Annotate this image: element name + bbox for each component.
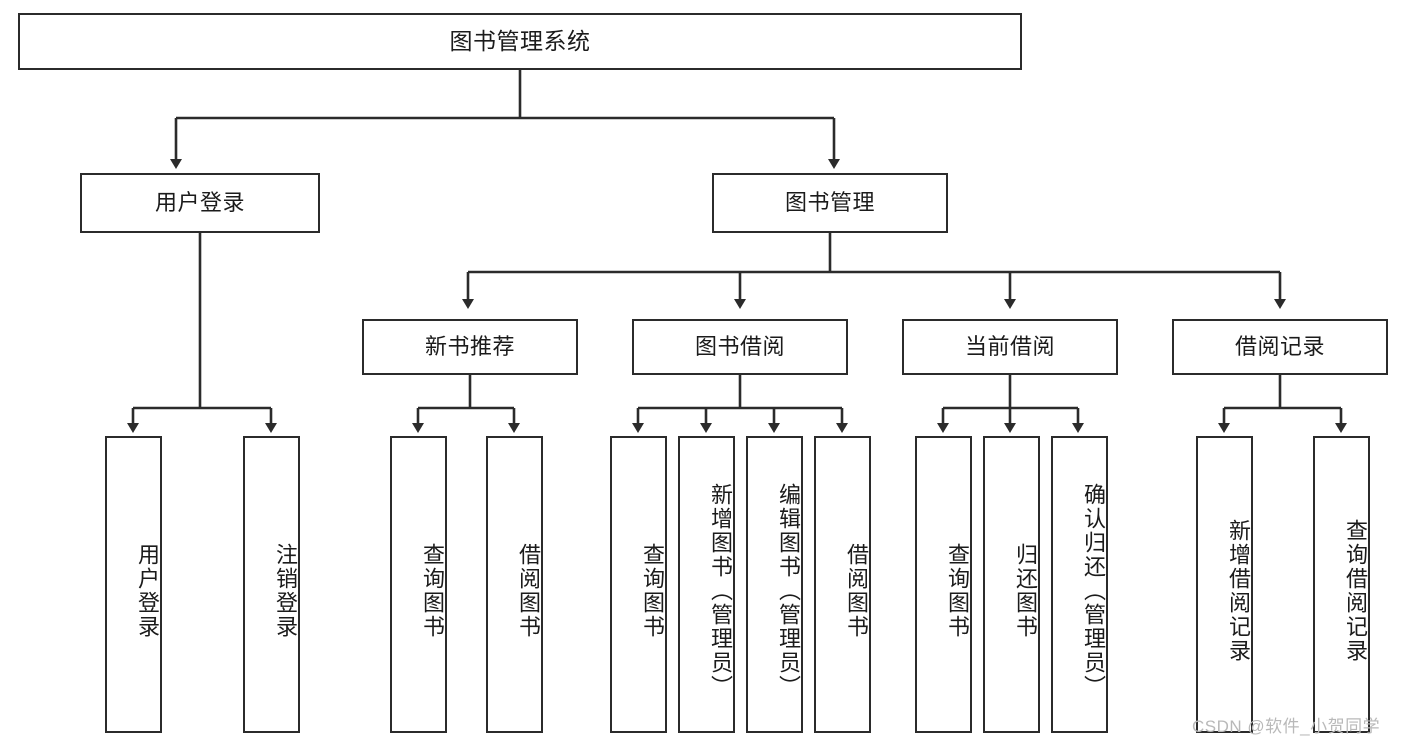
node-label: 借阅图书 [516, 542, 541, 639]
leaf-book-borrow-add[interactable]: 新增图书（管理员） [678, 436, 735, 733]
node-label: 当前借阅 [964, 334, 1055, 360]
node-label: 图书管理 [784, 190, 875, 216]
node-current-borrow[interactable]: 当前借阅 [902, 319, 1118, 375]
node-label: 归还图书 [1013, 542, 1038, 639]
node-label: 新增图书（管理员） [708, 482, 733, 699]
node-label: 编辑图书（管理员） [776, 482, 801, 699]
node-label: 用户登录 [135, 542, 160, 639]
node-label: 查询借阅记录 [1343, 518, 1368, 663]
node-new-book-recommend[interactable]: 新书推荐 [362, 319, 578, 375]
leaf-book-borrow-query[interactable]: 查询图书 [610, 436, 667, 733]
leaf-borrow-record-query[interactable]: 查询借阅记录 [1313, 436, 1370, 733]
node-label: 查询图书 [945, 542, 970, 639]
node-label: 查询图书 [420, 542, 445, 639]
node-book-borrow[interactable]: 图书借阅 [632, 319, 848, 375]
leaf-current-borrow-confirm[interactable]: 确认归还（管理员） [1051, 436, 1108, 733]
watermark: CSDN @软件_小贺同学 [1192, 717, 1381, 736]
node-label: 用户登录 [154, 190, 245, 216]
leaf-user-login-signout[interactable]: 注销登录 [243, 436, 300, 733]
node-label: 图书管理系统 [449, 28, 591, 55]
leaf-book-borrow-lend[interactable]: 借阅图书 [814, 436, 871, 733]
node-label: 借阅记录 [1234, 334, 1325, 360]
node-label: 图书借阅 [694, 334, 785, 360]
leaf-current-borrow-return[interactable]: 归还图书 [983, 436, 1040, 733]
node-borrow-record[interactable]: 借阅记录 [1172, 319, 1388, 375]
node-label: 注销登录 [273, 542, 298, 639]
node-book-management[interactable]: 图书管理 [712, 173, 948, 233]
node-label: 查询图书 [640, 542, 665, 639]
node-user-login[interactable]: 用户登录 [80, 173, 320, 233]
leaf-user-login-signin[interactable]: 用户登录 [105, 436, 162, 733]
node-label: 借阅图书 [844, 542, 869, 639]
leaf-book-borrow-edit[interactable]: 编辑图书（管理员） [746, 436, 803, 733]
leaf-new-book-query[interactable]: 查询图书 [390, 436, 447, 733]
leaf-current-borrow-query[interactable]: 查询图书 [915, 436, 972, 733]
node-label: 确认归还（管理员） [1081, 482, 1106, 699]
leaf-borrow-record-add[interactable]: 新增借阅记录 [1196, 436, 1253, 733]
node-label: 新书推荐 [424, 334, 515, 360]
leaf-new-book-borrow[interactable]: 借阅图书 [486, 436, 543, 733]
node-label: 新增借阅记录 [1226, 518, 1251, 663]
node-root[interactable]: 图书管理系统 [18, 13, 1022, 70]
